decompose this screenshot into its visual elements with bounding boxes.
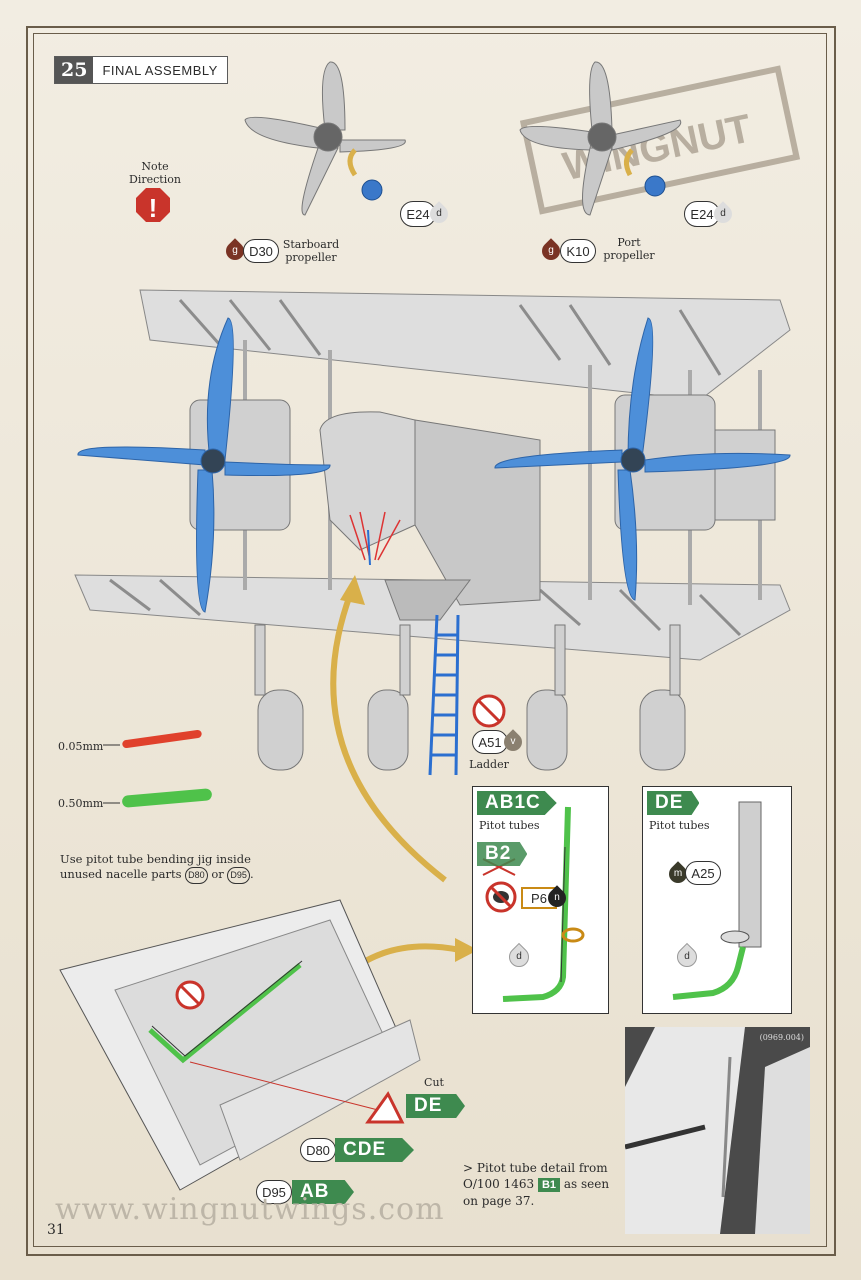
photo-image	[625, 1027, 810, 1234]
tag-ab1c: AB1C	[477, 791, 557, 815]
ladder	[428, 614, 460, 776]
starboard-propeller-blue	[77, 317, 331, 613]
tag-b2: B2	[477, 842, 528, 866]
page-number: 31	[47, 1222, 65, 1238]
pitot-tubes-title: Pitot tubes	[649, 819, 710, 832]
page-frame-outer	[26, 26, 836, 1256]
pitot-tube-drawing	[672, 801, 762, 1000]
nacelle-jig	[59, 899, 421, 1191]
pitot-tubes-title: Pitot tubes	[479, 819, 540, 832]
part-d95: D95	[256, 1180, 292, 1204]
pitot-tube-drawing	[482, 806, 585, 1002]
part-a25: A25	[685, 861, 721, 885]
step-number: 25	[55, 57, 94, 83]
svg-text:!: !	[149, 193, 158, 223]
photo-note: > Pitot tube detail from O/100 1463 B1 a…	[463, 1161, 610, 1208]
port-propeller-blue	[494, 317, 791, 601]
page-frame-inner	[33, 33, 827, 1247]
wire-large-label: 0.50mm	[58, 797, 104, 810]
part-p6: P6	[521, 887, 557, 909]
note-direction-label: Note Direction	[129, 160, 181, 186]
watermark: www.wingnutwings.com	[55, 1192, 445, 1227]
ladder-label: Ladder	[469, 758, 509, 771]
jig-note: Use pitot tube bending jig inside unused…	[60, 852, 254, 884]
part-k10: K10	[560, 239, 596, 263]
tag-de-cut: DE	[406, 1094, 465, 1118]
port-label: Port propeller	[603, 236, 655, 262]
step-header: 25 FINAL ASSEMBLY	[54, 56, 228, 84]
paint-drop-d: d	[710, 201, 736, 227]
part-d80: D80	[300, 1138, 336, 1162]
paint-drop-v: v	[500, 729, 526, 755]
reference-photo: (0969.004)	[625, 1027, 810, 1234]
port-propeller-grey	[519, 61, 682, 216]
warning-octagon	[136, 188, 170, 222]
starboard-propeller-grey	[244, 61, 406, 216]
part-d30: D30	[243, 239, 279, 263]
pitot-box-ab1c: AB1C Pitot tubes B2 P6 n d	[472, 786, 609, 1014]
paint-drop-d: d	[426, 201, 452, 227]
pitot-box-de: DE Pitot tubes m A25 d	[642, 786, 792, 1014]
tag-de: DE	[647, 791, 700, 815]
cut-label: Cut	[424, 1076, 444, 1089]
photo-ref: (0969.004)	[759, 1033, 804, 1042]
upper-wing	[139, 289, 791, 401]
tag-cde: CDE	[335, 1138, 414, 1162]
wire-small-label: 0.05mm	[58, 740, 104, 753]
paint-drop-n: n	[544, 885, 570, 911]
part-a51: A51	[472, 730, 508, 754]
tag-ab: AB	[292, 1180, 354, 1204]
starboard-label: Starboard propeller	[282, 238, 340, 264]
step-title: FINAL ASSEMBLY	[102, 62, 218, 78]
